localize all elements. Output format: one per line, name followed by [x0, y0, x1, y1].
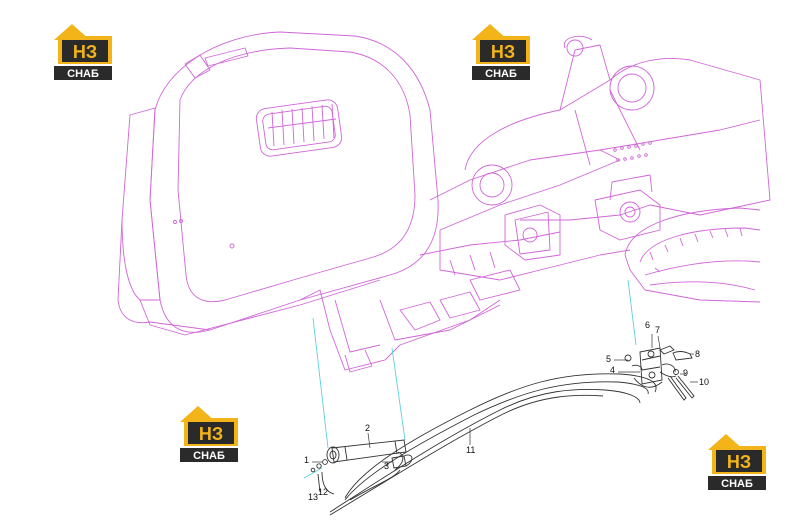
callout-leaders	[312, 334, 698, 463]
brand-logo: НЗ СНАБ	[180, 406, 238, 462]
brand-logo: НЗ СНАБ	[708, 434, 766, 490]
svg-text:НЗ: НЗ	[199, 424, 223, 444]
callout-3: 3	[384, 461, 390, 471]
cylinder-2	[326, 439, 407, 464]
callout-7: 7	[655, 325, 661, 335]
machine-outline	[117, 31, 771, 373]
fitting-1	[322, 459, 328, 465]
leader-line	[627, 279, 637, 346]
valve-block	[624, 345, 695, 401]
engine-hood	[149, 31, 439, 333]
leader-lines	[303, 279, 637, 479]
leader-line	[391, 347, 406, 441]
callout-1: 1	[304, 455, 310, 465]
callout-8: 8	[695, 349, 701, 359]
svg-text:НЗ: НЗ	[73, 42, 97, 62]
svg-text:НЗ: НЗ	[491, 42, 515, 62]
hose-11	[344, 373, 657, 499]
callout-12: 12	[318, 487, 329, 497]
hose-assembly	[310, 345, 695, 516]
svg-text:СНАБ: СНАБ	[193, 450, 225, 462]
callout-4: 4	[610, 365, 616, 375]
callout-2: 2	[365, 423, 371, 433]
swing-ring	[624, 207, 761, 303]
callout-10: 10	[699, 377, 710, 387]
svg-text:СНАБ: СНАБ	[67, 68, 99, 80]
callout-9: 9	[683, 368, 689, 378]
svg-text:СНАБ: СНАБ	[485, 68, 517, 80]
boom	[464, 57, 771, 221]
leader-line	[312, 317, 329, 449]
brand-logo: НЗ СНАБ	[54, 24, 112, 80]
leader-line	[303, 467, 323, 479]
boom-bolt-holes	[613, 141, 652, 162]
callout-13: 13	[308, 492, 319, 502]
svg-text:НЗ: НЗ	[727, 452, 751, 472]
svg-text:СНАБ: СНАБ	[721, 478, 753, 490]
callout-11: 11	[466, 445, 476, 455]
hood-grille	[255, 99, 343, 157]
callout-6: 6	[645, 320, 651, 330]
callout-5: 5	[606, 354, 612, 364]
brand-logo: НЗ СНАБ	[472, 24, 530, 80]
